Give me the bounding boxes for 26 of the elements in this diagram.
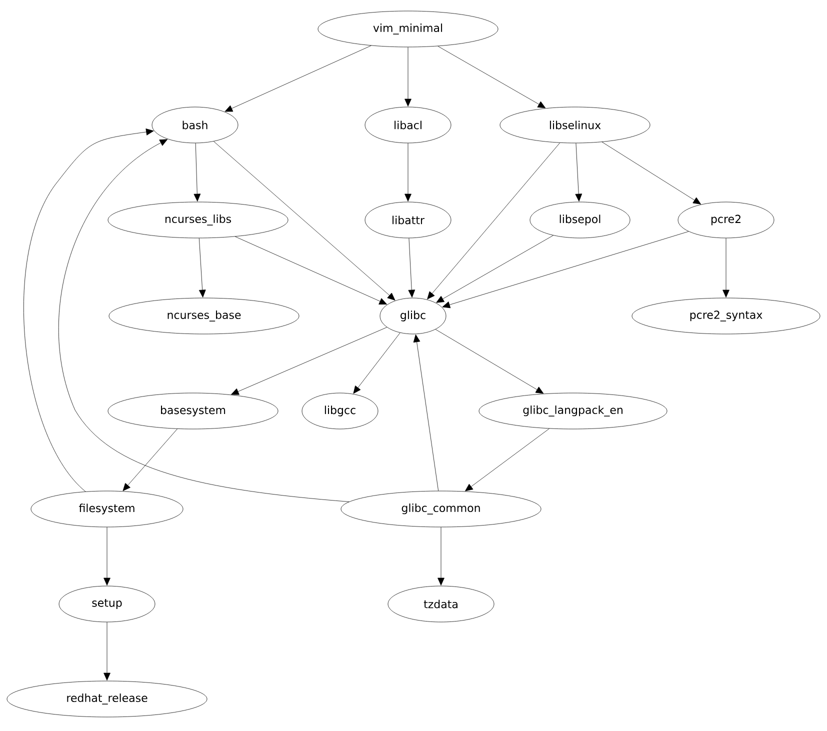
arrow [436, 235, 554, 303]
arrow [438, 46, 546, 108]
arrow [404, 143, 412, 202]
arrow [404, 47, 412, 106]
arrow [602, 142, 701, 204]
arrow [198, 238, 206, 298]
arrow [231, 327, 388, 395]
arrow [122, 428, 178, 492]
arrow [194, 143, 201, 202]
arrow [58, 139, 350, 502]
arrow [442, 231, 689, 308]
arrow [722, 238, 730, 298]
arrow [575, 143, 582, 202]
arrow [104, 622, 110, 680]
arrow [234, 236, 387, 304]
arrow [24, 128, 154, 492]
arrow [214, 141, 396, 300]
arrow [353, 332, 400, 394]
arrow [427, 142, 560, 300]
arrow [465, 428, 550, 492]
arrow [435, 329, 544, 394]
arrow [413, 334, 439, 492]
arrow [438, 527, 444, 586]
arrow [224, 45, 372, 112]
arrow [104, 527, 110, 586]
arrow [408, 238, 416, 298]
